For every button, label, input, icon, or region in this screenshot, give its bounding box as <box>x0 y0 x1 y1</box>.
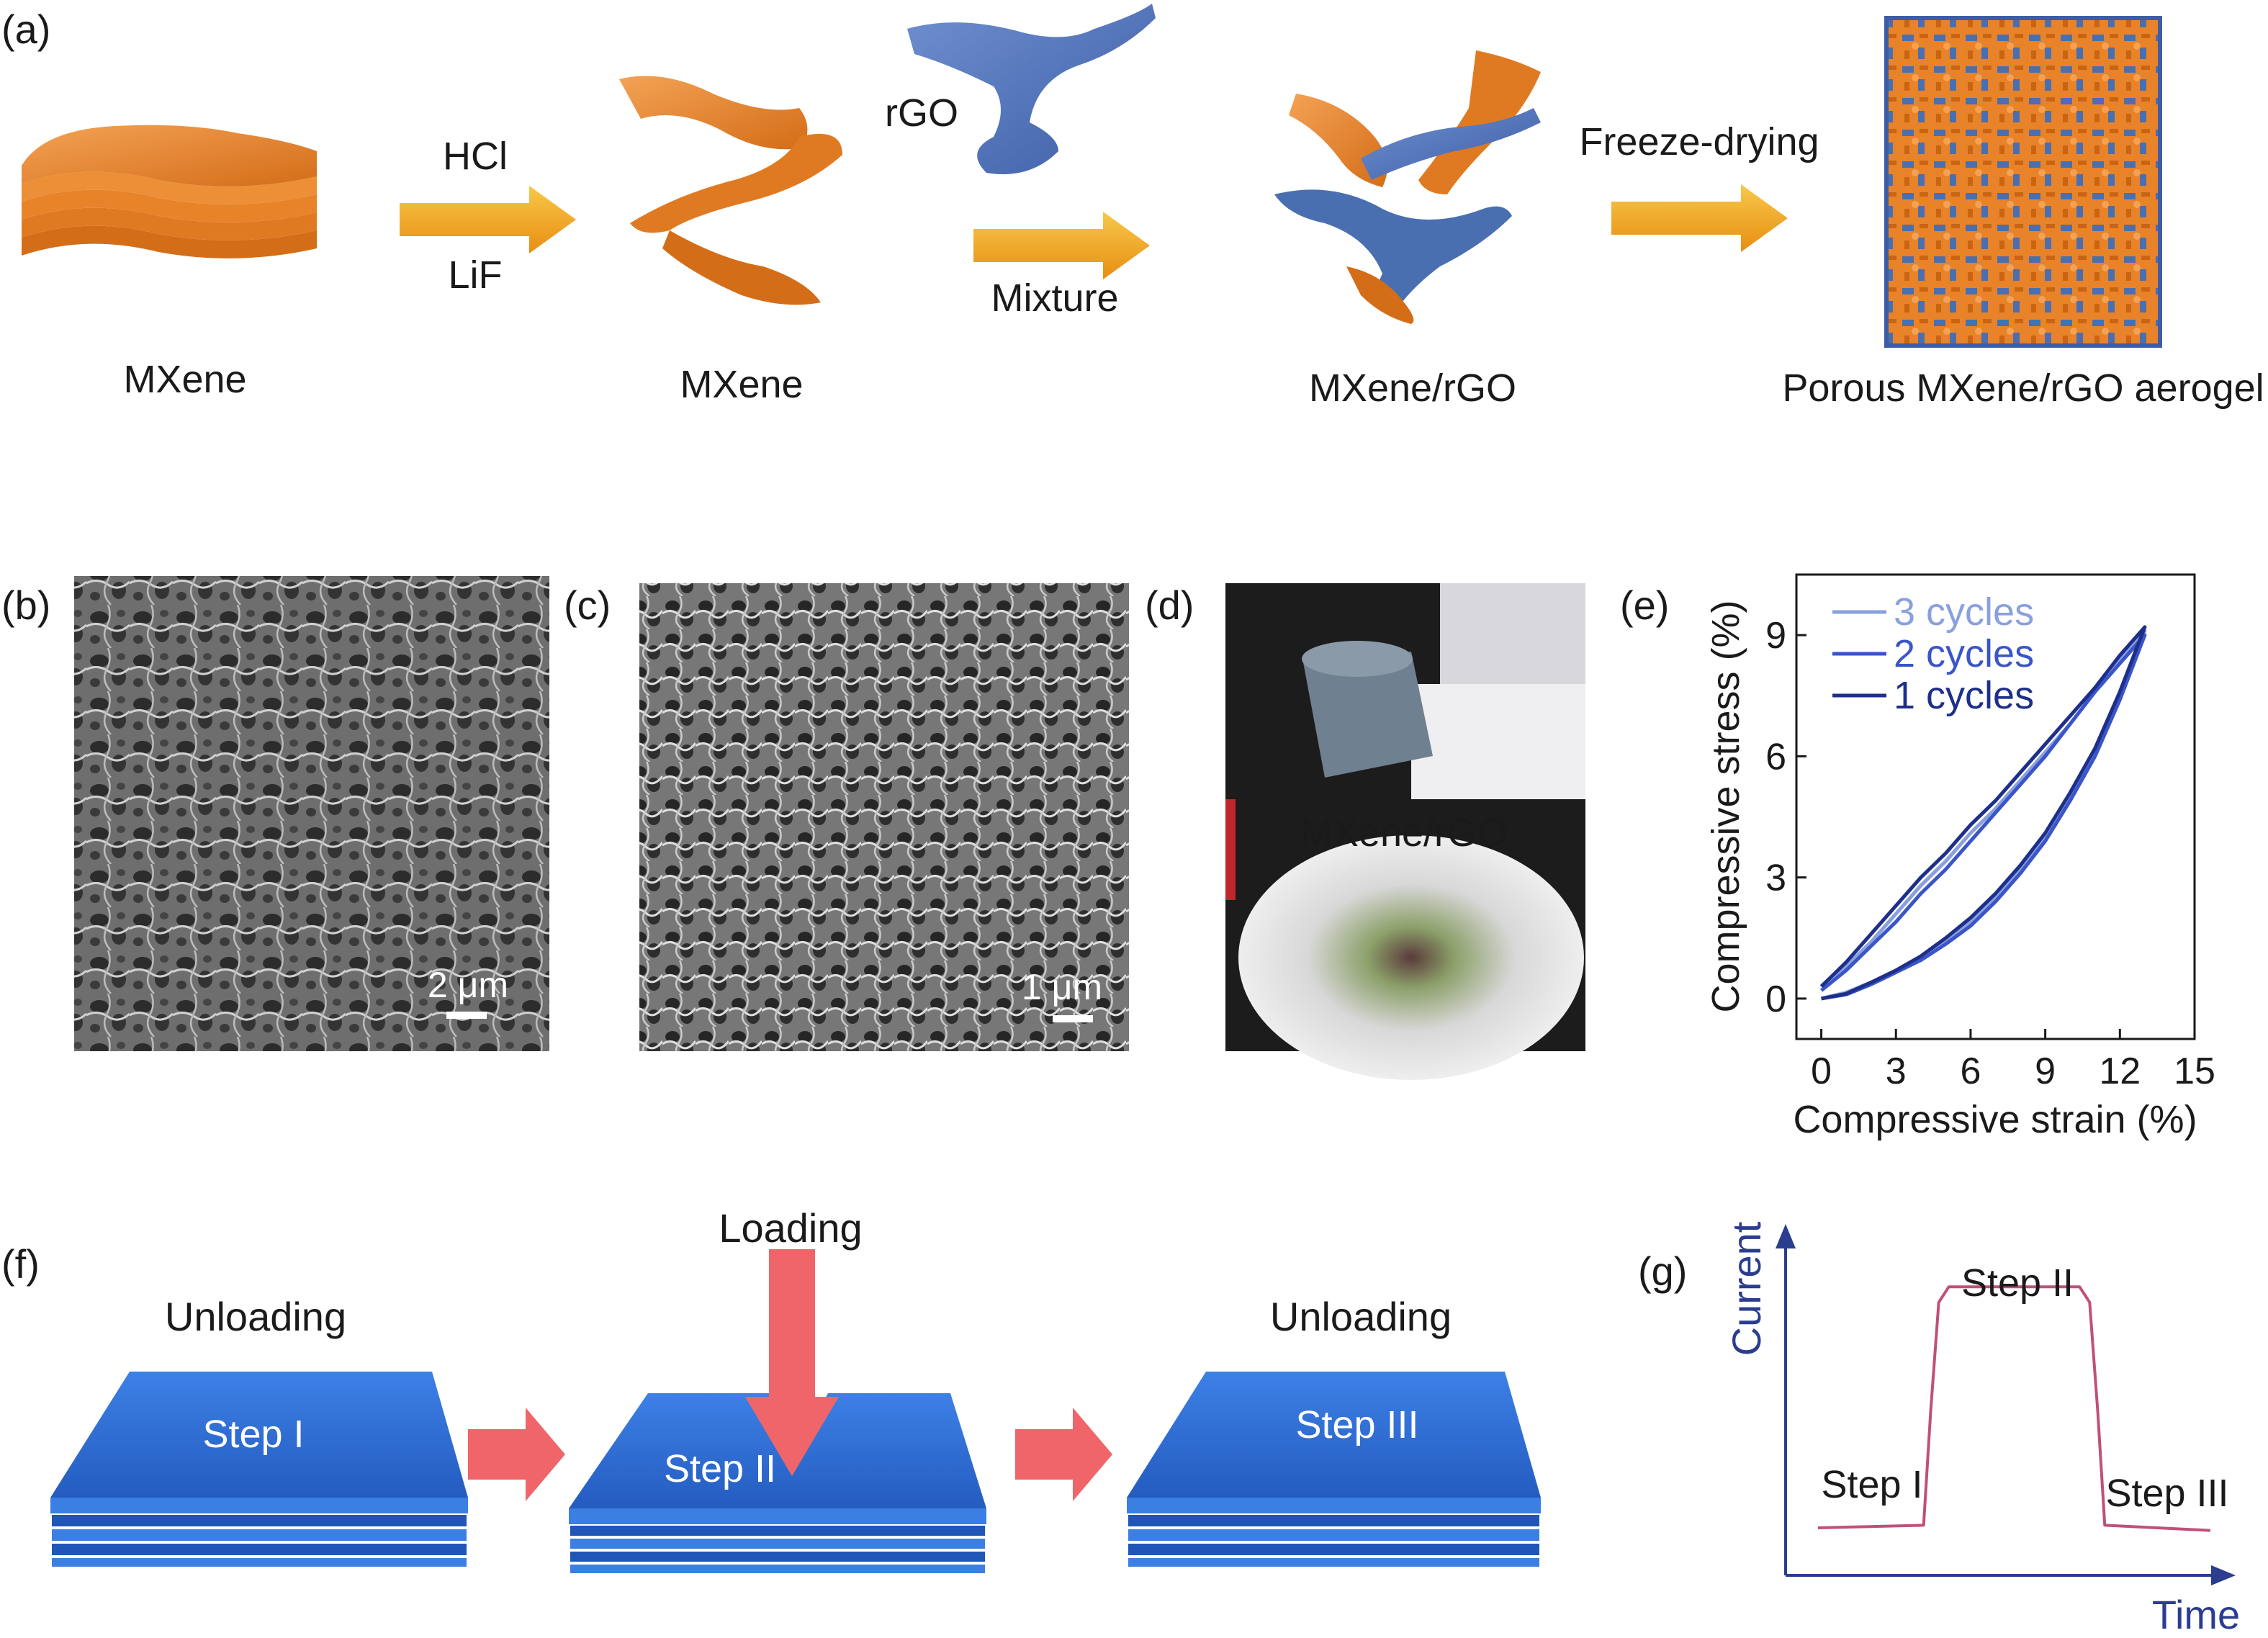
chart-e-lines <box>1819 625 2147 1001</box>
chart-e-xlabel: Compressive strain (%) <box>1793 1098 2197 1141</box>
chart-g-y-arrowhead <box>1776 1224 1796 1248</box>
mxene-rgo-label: MXene/rGO <box>1309 366 1516 410</box>
chart-e-xtick-label: 0 <box>1811 1050 1832 1092</box>
mixture-label: Mixture <box>991 276 1118 320</box>
chart-e-ytick-label: 9 <box>1765 615 1786 657</box>
arrow-step1-to-step2 <box>468 1408 565 1501</box>
panel-label-e: (e) <box>1620 582 1669 628</box>
chart-e-ytick-label: 0 <box>1765 978 1786 1020</box>
chart-g-line <box>1817 1285 2211 1532</box>
chart-e-xtick-label: 12 <box>2099 1050 2141 1092</box>
panel-label-g: (g) <box>1638 1248 1687 1294</box>
panel-label-b: (b) <box>1 582 50 628</box>
unloading-label-1: Unloading <box>165 1294 346 1339</box>
chart-e-series-line <box>1820 633 2147 1001</box>
freeze-drying-label: Freeze-drying <box>1579 120 1819 163</box>
mxene-stack-illustration <box>22 125 317 258</box>
aerogel-label: Porous MXene/rGO aerogel <box>1782 366 2264 410</box>
arrow-hcl-lif <box>400 186 576 253</box>
lif-label: LiF <box>448 253 502 297</box>
arrow-mixture <box>973 212 1150 279</box>
chart-g-annotation-step3: Step III <box>2105 1472 2228 1515</box>
photo-dandelion-aerogel <box>1225 583 1585 1080</box>
sem-image-b <box>74 576 549 1051</box>
chart-g-ylabel: Current <box>1724 1221 1769 1356</box>
chart-g-axes <box>1776 1224 2236 1585</box>
chart-e-frame <box>1795 573 2196 1040</box>
mxene-rgo-overlay: MXene/rGO <box>1300 811 1508 855</box>
chart-e-legend-label: 1 cycles <box>1894 674 2034 717</box>
chart-g-annotation-step2: Step II <box>1961 1261 2074 1305</box>
chart-e-xtick-label: 6 <box>1960 1050 1981 1092</box>
chart-e-ticks: 0 3 6 9 12 15 0 3 6 9 <box>1765 615 2215 1092</box>
chart-g: Current Time Step I Step II Step III <box>1724 1221 2240 1637</box>
chart-g-current-line <box>1817 1285 2211 1532</box>
scale-bar-b: 2 μm <box>428 965 508 1005</box>
arrow-freeze-drying <box>1611 184 1788 252</box>
chart-e-xtick-label: 3 <box>1886 1050 1907 1092</box>
unloading-label-2: Unloading <box>1270 1294 1452 1339</box>
chart-e-legend-label: 3 cycles <box>1894 590 2034 634</box>
mxene-flake-illustration <box>619 76 842 305</box>
loading-arrow <box>745 1249 839 1476</box>
scale-bar-c: 1 μm <box>1022 967 1102 1007</box>
hcl-label: HCl <box>443 135 508 178</box>
sheet-step1 <box>50 1372 468 1567</box>
panel-label-d: (d) <box>1145 582 1194 628</box>
sem-image-c <box>639 583 1129 1051</box>
chart-e-series-line <box>1819 625 2147 1001</box>
panel-label-c: (c) <box>564 582 611 628</box>
chart-e-ytick-label: 6 <box>1765 736 1786 778</box>
step3-sheet-label: Step III <box>1295 1403 1418 1446</box>
rgo-label: rGO <box>885 91 958 135</box>
chart-g-annotation-step1: Step I <box>1821 1463 1922 1506</box>
chart-e-xtick-label: 9 <box>2035 1050 2056 1092</box>
panel-label-f: (f) <box>1 1241 40 1287</box>
chart-e-ylabel: Compressive stress (%) <box>1704 600 1747 1012</box>
mxene-label-1: MXene <box>123 358 246 401</box>
mxene-label-2: MXene <box>680 363 803 406</box>
chart-e-xtick-label: 15 <box>2174 1050 2215 1092</box>
chart-g-x-arrowhead <box>2211 1565 2236 1585</box>
step2-sheet-label: Step II <box>664 1447 776 1490</box>
chart-e-legend-label: 2 cycles <box>1894 632 2034 675</box>
rgo-flake-illustration <box>907 4 1156 174</box>
aerogel-block-illustration <box>1884 16 2162 348</box>
step1-sheet-label: Step I <box>202 1413 304 1456</box>
chart-e-ytick-label: 3 <box>1765 858 1786 899</box>
panel-label-a: (a) <box>1 6 50 52</box>
chart-g-xlabel: Time <box>2152 1592 2240 1637</box>
loading-label: Loading <box>719 1205 862 1251</box>
mxene-rgo-mixture-illustration <box>1274 50 1541 324</box>
arrow-step2-to-step3 <box>1015 1408 1112 1501</box>
sheet-step3 <box>1127 1372 1541 1567</box>
